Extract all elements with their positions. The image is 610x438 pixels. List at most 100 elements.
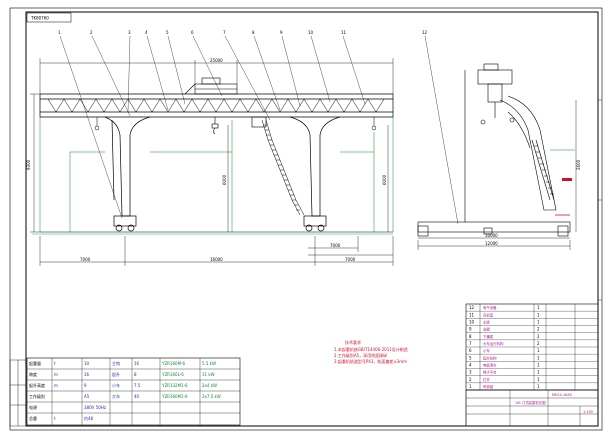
parts-cell: 2 <box>537 341 540 346</box>
parts-cell: 1 <box>537 377 540 382</box>
left-hoist <box>94 117 100 131</box>
parts-cell: 小车 <box>483 348 490 353</box>
parts-cell: 梯子平台 <box>483 370 497 375</box>
callout-12: 12 <box>422 30 428 35</box>
girder-truss <box>47 98 385 113</box>
notes-line-1: 1.本起重机按GB/T14406-2011设计制造 <box>334 346 408 352</box>
callout-9: 9 <box>280 30 283 35</box>
parts-cell: 主梁 <box>483 320 490 325</box>
spec-cell: 主钩 <box>112 360 120 366</box>
spec-cell: 8 <box>134 372 137 377</box>
callout-11: 11 <box>341 30 347 35</box>
left-leg <box>104 116 151 232</box>
main-girder <box>39 93 394 118</box>
spec-cell: 380V 50Hz <box>84 405 106 410</box>
parts-cell: 1 <box>537 355 540 360</box>
parts-cell: 1 <box>537 363 540 368</box>
spec-cell: 大车 <box>112 393 120 399</box>
drawing-number: TK80760 <box>30 16 49 21</box>
parts-cell: 4 <box>469 363 472 368</box>
trolley <box>184 77 238 95</box>
drawing-number-box: TK80760 <box>26 12 72 23</box>
hook-block <box>211 117 219 135</box>
dim-side-total: 12000 <box>485 241 498 246</box>
spec-cell: t <box>54 361 56 366</box>
parts-cell: 电气设备 <box>483 305 497 310</box>
spec-cell: 16 <box>134 361 140 366</box>
parts-cell: 大车运行机构 <box>483 341 504 346</box>
right-hoist <box>371 117 377 131</box>
spec-cell: t <box>54 416 56 421</box>
dim-side-base: 10000 <box>485 233 498 238</box>
parts-cell: 1 <box>537 305 540 310</box>
front-elevation: 25000 7000 16000 7000 7000 9300 6000 <box>26 58 394 266</box>
frame-ticks <box>598 99 602 301</box>
dim-main-span: 16000 <box>210 257 223 262</box>
side-elevation <box>417 63 571 237</box>
parts-cell: 3 <box>469 370 472 375</box>
spec-cell: 2x7.5 kW <box>202 394 221 399</box>
parts-cell: 1 <box>537 348 540 353</box>
parts-cell: 1 <box>537 384 540 389</box>
title-block: 10t 门式起重机总图 MH10-16A5 1:100 <box>465 389 599 427</box>
parts-cell: 1 <box>537 370 540 375</box>
parts-cell: 下横梁 <box>483 334 494 339</box>
spec-cell: YZR160M-6 <box>161 361 185 366</box>
spec-cell: 工作级别 <box>29 393 45 399</box>
parts-cell: 起升机构 <box>483 355 497 360</box>
spec-cell: YZR132M1-6 <box>161 383 188 388</box>
side-color-markers <box>550 149 575 216</box>
parts-cell: 10 <box>469 320 475 325</box>
parts-cell: 9 <box>469 327 472 332</box>
callout-numbers: 1 2 3 4 5 6 7 8 9 10 11 12 <box>58 30 428 35</box>
bottom-dimensions <box>39 236 394 266</box>
hook-envelope <box>39 117 394 232</box>
spec-cell: m <box>54 372 58 377</box>
notes-line-2: 2.工作级别A5，采用地面操纵 <box>334 352 387 358</box>
parts-cell: 吊钩组 <box>483 384 494 389</box>
title-code: MH10-16A5 <box>552 393 572 397</box>
spec-cell: m <box>54 383 58 388</box>
side-dimensions <box>417 100 577 250</box>
spec-cell: 跨度 <box>29 371 37 377</box>
dim-left-cantilever: 7000 <box>80 257 91 262</box>
callout-1: 1 <box>58 30 61 35</box>
spec-cell: 7.5 <box>134 383 141 388</box>
spec-cell: 起升高度 <box>29 382 45 388</box>
parts-cell: 8 <box>469 334 472 339</box>
top-dimensions <box>39 58 394 94</box>
parts-cell: 栏杆 <box>483 377 490 382</box>
spec-cell: 起升 <box>112 371 120 377</box>
parts-cell: 支腿 <box>483 327 490 332</box>
dim-right-cantilever: 7000 <box>345 257 356 262</box>
callout-4: 4 <box>145 30 148 35</box>
callout-8: 8 <box>252 30 255 35</box>
inner-frame <box>25 11 599 427</box>
parts-cell: 电缆滑车 <box>483 363 497 368</box>
dim-height-left: 6000 <box>222 174 227 185</box>
spec-cell: 起重量 <box>29 360 41 366</box>
parts-cell: 1 <box>537 320 540 325</box>
spec-cell: A5 <box>84 394 90 399</box>
parts-cell: 1 <box>537 312 540 317</box>
spec-cell: 小车 <box>112 382 120 388</box>
title-scale: 1:100 <box>583 410 593 414</box>
spec-cell: 总重 <box>29 415 37 421</box>
spec-cell: 5.5 kW <box>202 361 216 366</box>
callout-10: 10 <box>308 30 314 35</box>
right-leg <box>289 116 341 232</box>
spec-cell: 2x4 kW <box>202 383 217 388</box>
spec-cell: YZR160M1-6 <box>161 394 188 399</box>
dim-height-main: 9300 <box>26 159 31 170</box>
parts-cell: 司机室 <box>483 312 494 317</box>
spec-cell: 电源 <box>29 404 37 410</box>
mid-vertical-dimension <box>227 125 389 232</box>
binding-strip <box>9 359 27 427</box>
callout-7: 7 <box>223 30 226 35</box>
spec-cell: 约48 <box>84 415 94 421</box>
callout-leaders <box>59 35 459 225</box>
